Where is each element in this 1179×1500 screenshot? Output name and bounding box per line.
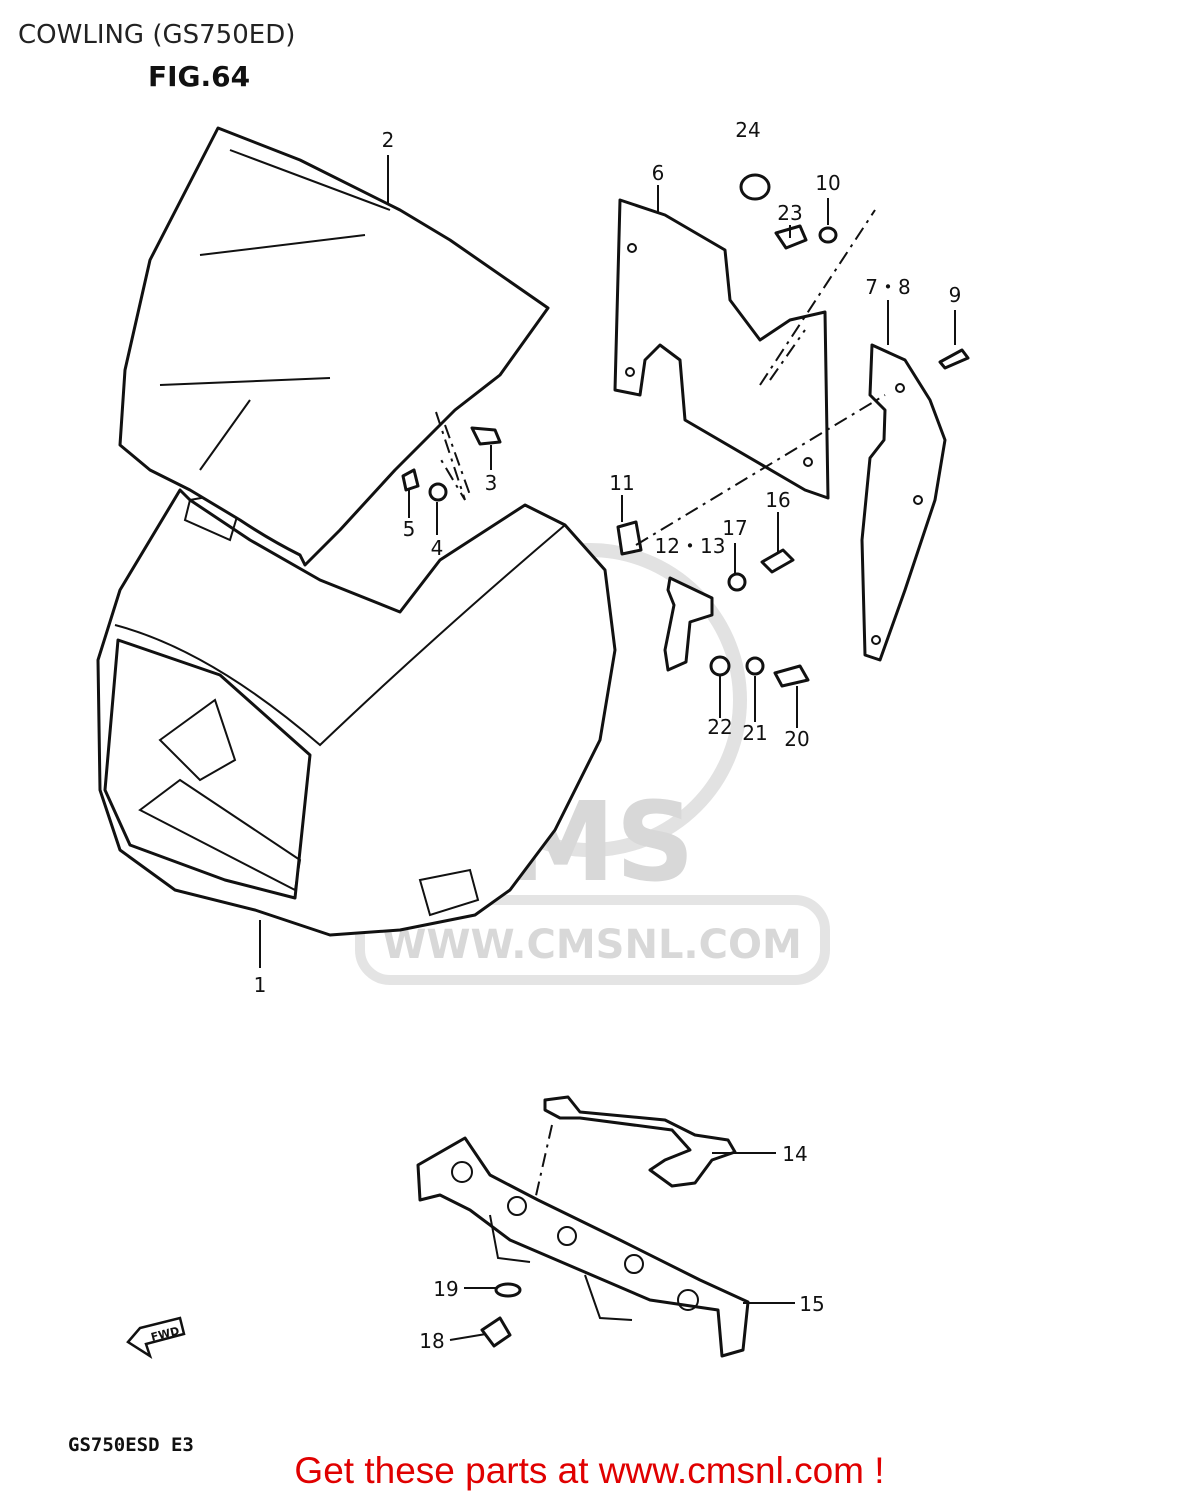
bracket-hole [557,1226,577,1246]
callout-19: 19 [433,1277,458,1301]
callout-3: 3 [485,471,498,495]
callout-20: 20 [784,727,809,751]
part-15-lower-bracket [416,1136,750,1358]
part-11-clip [616,520,643,556]
part-22-washer [709,655,731,677]
footer-cta-text: Get these parts at www.cmsnl.com ! [294,1450,885,1491]
part-4-washer [428,482,448,502]
panel-hole [803,457,813,467]
part-12-13-stay [663,576,714,672]
windscreen-highlights [159,149,391,471]
dash-clip-to-cover [635,394,886,546]
dash-bracket-align [534,1124,553,1201]
panel-hole [625,367,635,377]
leader-18 [449,1333,487,1341]
callout-11: 11 [609,471,634,495]
part-16-bolt [760,548,795,574]
side-cover-hole [913,495,923,505]
inner-panel-shape [613,198,830,500]
model-code: GS750ESD E3 [68,1434,194,1456]
bracket-hole [624,1254,644,1274]
callout-24: 24 [735,118,760,142]
figure-label: FIG.64 [148,60,251,93]
callout-1: 1 [254,973,267,997]
part-2-windscreen [118,126,550,567]
panel-hole [627,243,637,253]
part-1-cowling-body [96,488,617,937]
headlight-frame-bottom [138,778,302,892]
callout-14: 14 [782,1142,807,1166]
callout-4: 4 [431,536,444,560]
part-14-upper-bracket [543,1095,737,1188]
upper-bracket-shape [543,1095,737,1188]
callout-21: 21 [742,721,767,745]
callout-18: 18 [419,1329,444,1353]
callout-22: 22 [707,715,732,739]
bracket-hole [451,1161,473,1183]
watermark-site-frame [355,895,830,985]
bracket-hooks [489,1214,633,1321]
mounting-tab-right [418,868,480,917]
page-title: COWLING (GS750ED) [18,20,296,50]
part-21-washer [745,656,765,676]
part-3-screw [470,426,502,446]
hardware [401,173,970,1348]
part-10-washer [818,226,838,244]
side-cover-hole [895,383,905,393]
windscreen-shape [118,126,550,567]
side-cover-hole [871,635,881,645]
callout-10: 10 [815,171,840,195]
part-5-nut [401,468,420,492]
bracket-hole [507,1196,527,1216]
dash-windscreen-fasteners [435,411,471,501]
lower-bracket-shape [416,1136,750,1358]
callout-2: 2 [382,128,395,152]
part-9-screw [938,348,970,370]
callout-labels: 1 2 3 4 5 6 7・8 9 10 11 12・13 14 15 16 1… [254,118,962,1353]
callout-7-8: 7・8 [865,275,910,299]
side-cover-shape [860,343,947,662]
part-6-inner-panel [613,198,830,500]
watermark-site: WWW.CMSNL.COM [382,922,802,968]
part-18-screw [480,1316,512,1348]
footer-cta-link[interactable]: Get these parts at www.cmsnl.com ! [0,1450,1179,1492]
leader-lines [259,155,956,1341]
callout-5: 5 [403,517,416,541]
callout-23: 23 [777,201,802,225]
callout-16: 16 [765,488,790,512]
part-20-bolt [773,664,810,688]
part-17-washer [727,572,747,592]
bracket-hole [677,1289,699,1311]
cowling-upper-edge [114,524,566,747]
callout-17: 17 [722,516,747,540]
callout-15: 15 [799,1292,824,1316]
callout-12-13: 12・13 [655,534,726,558]
callout-9: 9 [949,283,962,307]
mounting-tab-left [158,698,237,782]
part-24-grommet [739,173,771,201]
fwd-arrow-icon: FWD [126,1316,186,1359]
callout-6: 6 [652,161,665,185]
dash-grommet-panel [759,209,876,386]
part-7-8-side-cover [860,343,947,662]
part-19-washer [494,1282,522,1298]
